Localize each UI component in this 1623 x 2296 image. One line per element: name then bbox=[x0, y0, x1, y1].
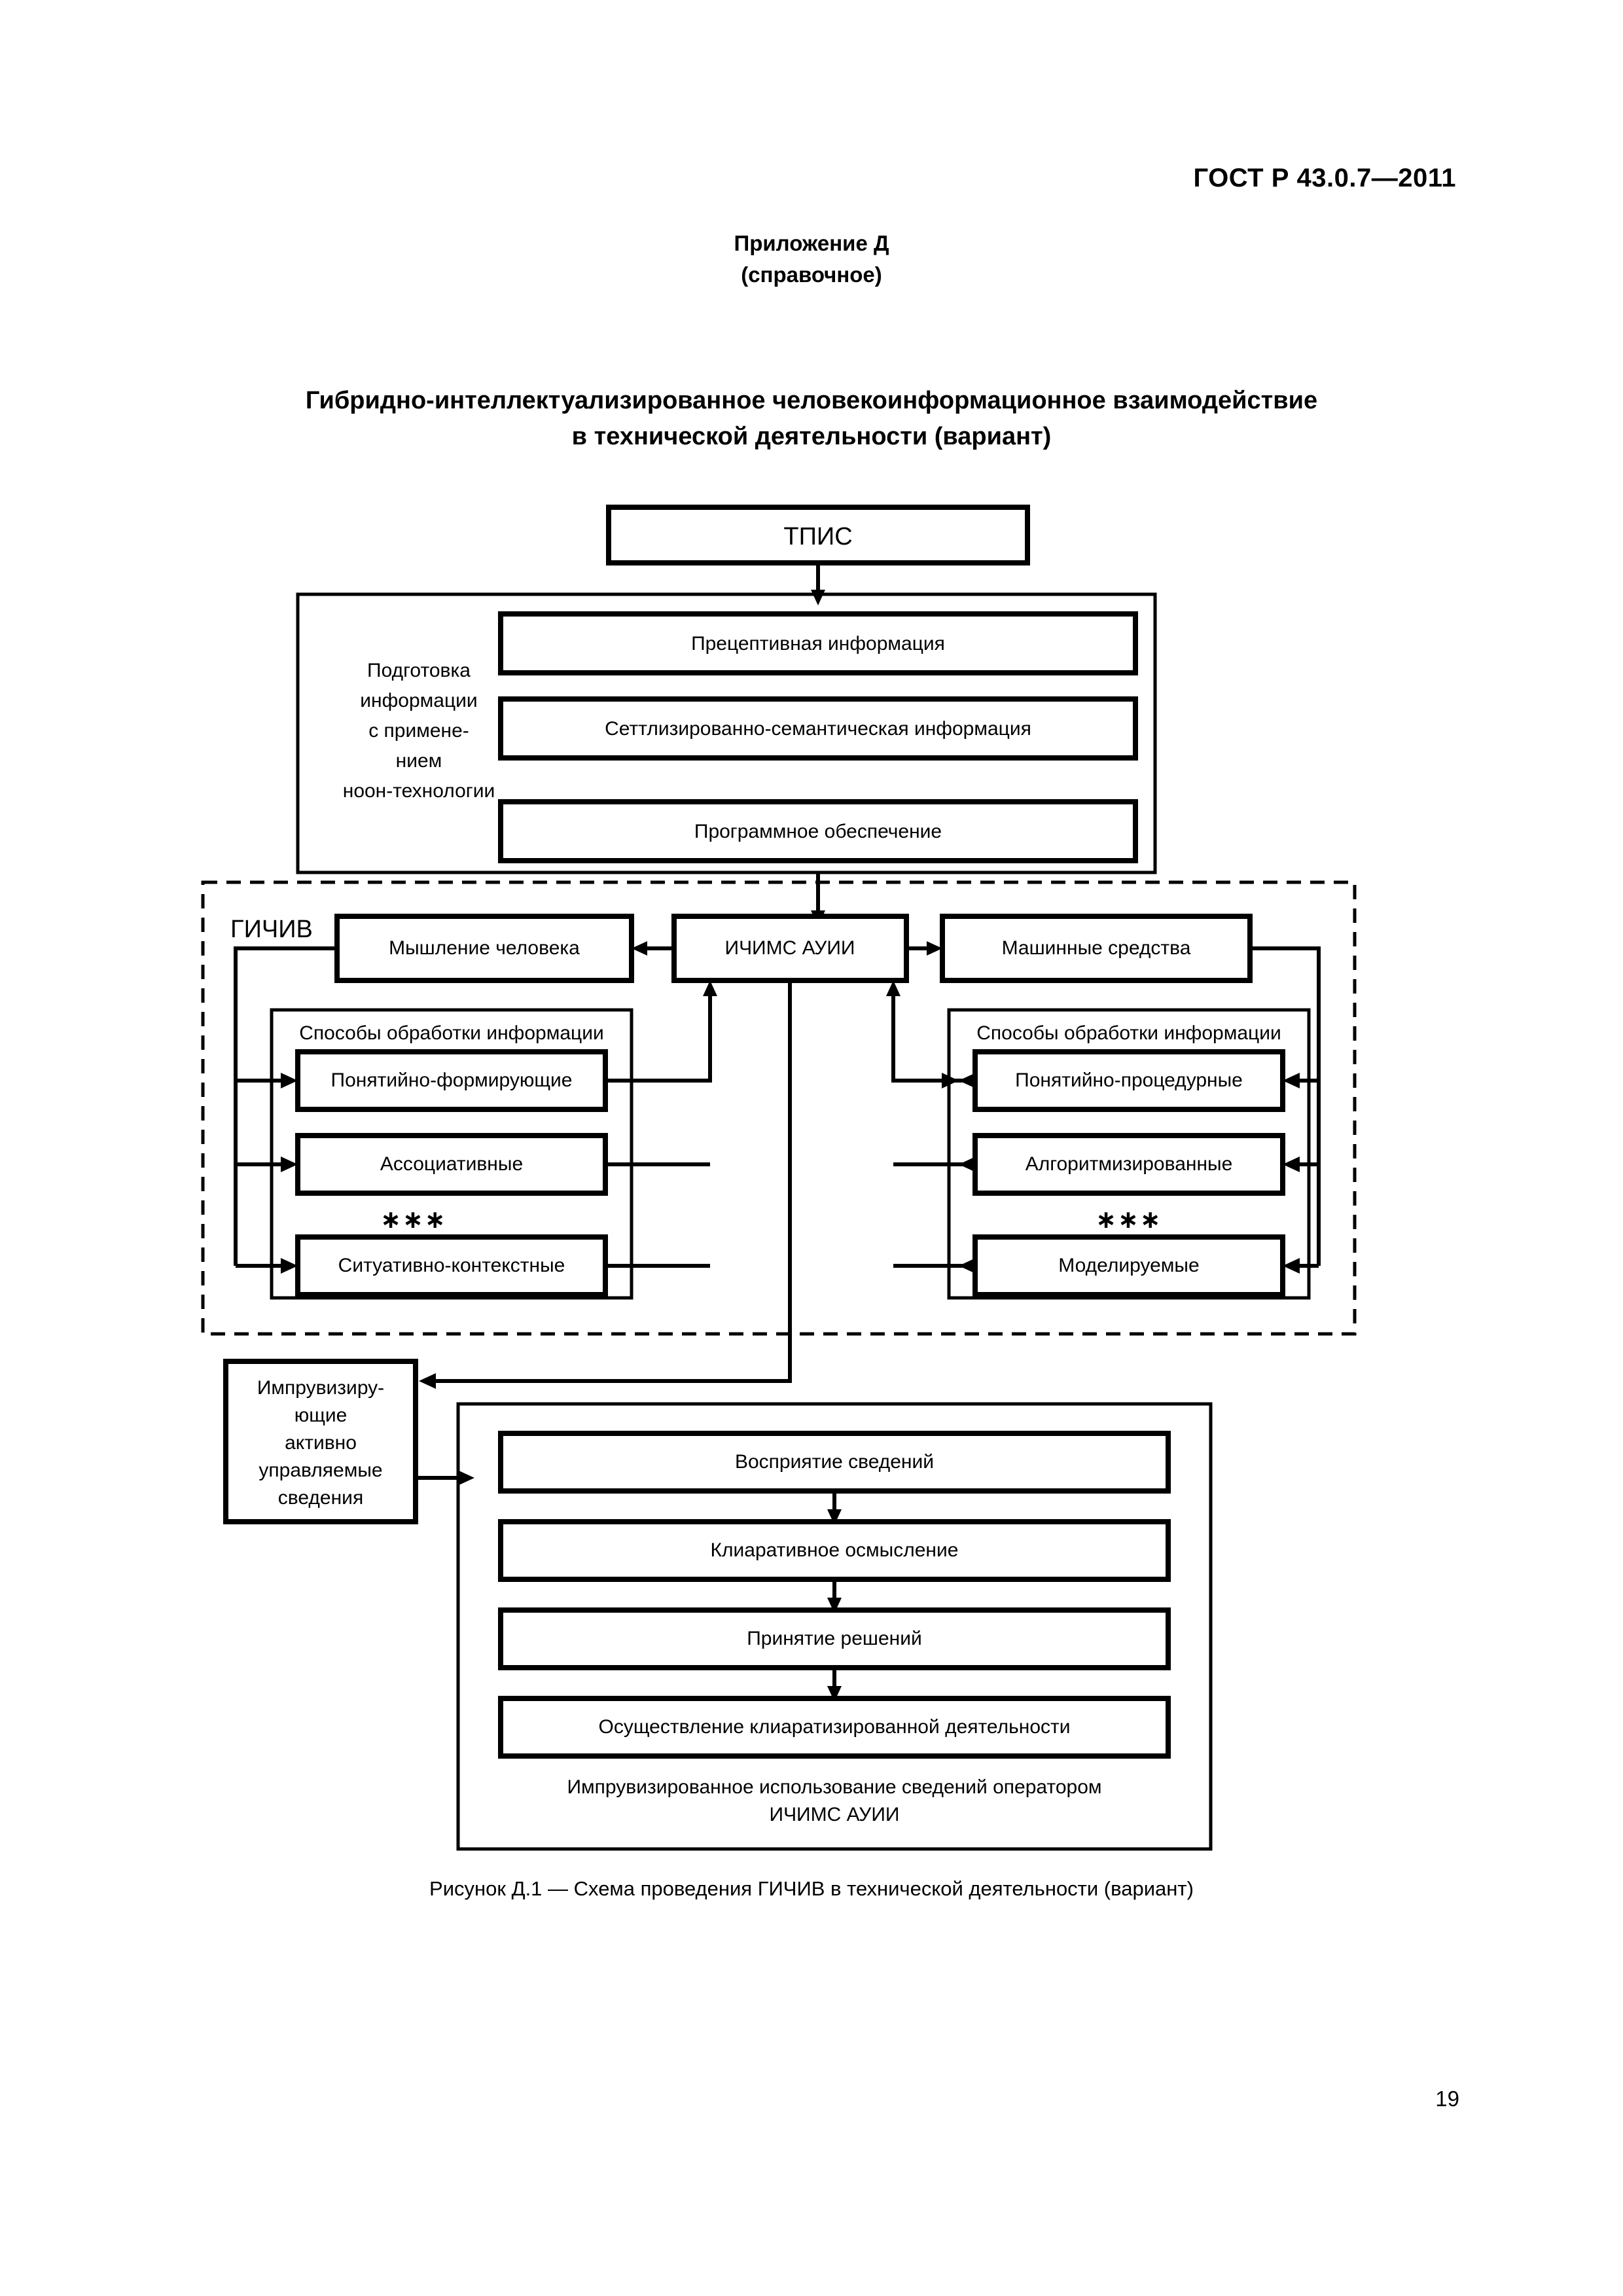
box-ichims-auii-label: ИЧИМС АУИИ bbox=[725, 937, 855, 959]
arrowhead-left-icon bbox=[942, 1073, 959, 1088]
page-title: Гибридно-интеллектуализированное человек… bbox=[0, 383, 1623, 455]
box-software bbox=[498, 799, 1138, 863]
box-algorithmized-label: Алгоритмизированные bbox=[1026, 1153, 1233, 1175]
box-conceptual-forming-label: Понятийно-формирующие bbox=[331, 1069, 573, 1091]
arrowhead-down-icon bbox=[827, 1686, 842, 1702]
arrowhead-down-icon bbox=[827, 1509, 842, 1525]
box-situational-contextual-label: Ситуативно-контекстные bbox=[338, 1255, 565, 1276]
title-line-2: в технической деятельности (вариант) bbox=[571, 423, 1052, 451]
arrowhead-right-icon bbox=[927, 941, 942, 956]
box-machine-means-label: Машинные средства bbox=[1002, 937, 1191, 959]
box-machine-means bbox=[940, 914, 1253, 983]
arrowhead-down-icon bbox=[827, 1598, 842, 1613]
page-number: 19 bbox=[1435, 2087, 1459, 2111]
annex-label: Приложение Д bbox=[734, 231, 889, 255]
improv-line-2: активно bbox=[285, 1432, 357, 1454]
box-kliarative-comprehension-label: Клиаративное осмысление bbox=[711, 1539, 959, 1561]
arrowhead-left-icon bbox=[959, 1073, 976, 1088]
box-conceptual-procedural-label: Понятийно-процедурные bbox=[1015, 1069, 1243, 1091]
usage-footer-line-0: Импрувизированное использование сведений… bbox=[567, 1776, 1101, 1798]
title-line-1: Гибридно-интеллектуализированное человек… bbox=[305, 387, 1318, 414]
preparation-label-line-3: нием bbox=[396, 750, 442, 772]
arrowhead-right-icon bbox=[281, 1073, 298, 1088]
line-machine-to-right-bus bbox=[1250, 946, 1321, 1266]
group-right-processing-methods bbox=[947, 1008, 1311, 1300]
box-associative-label: Ассоциативные bbox=[380, 1153, 523, 1175]
preparation-label-line-2: с примене- bbox=[368, 720, 469, 742]
right-group-title: Способы обработки информации bbox=[976, 1022, 1281, 1044]
group-preparation bbox=[296, 592, 1157, 874]
box-tpis bbox=[606, 505, 1030, 565]
right-group-ellipsis: ∗∗∗ bbox=[1096, 1206, 1162, 1234]
line-left-return-1 bbox=[605, 995, 712, 1083]
group-gichiv-dashed bbox=[201, 880, 1357, 1336]
improv-line-1: ющие bbox=[294, 1405, 348, 1426]
box-kliarative-comprehension bbox=[498, 1519, 1171, 1582]
arrowhead-down-icon bbox=[811, 590, 825, 605]
line-right-return-1 bbox=[891, 995, 975, 1083]
annex-heading: Приложение Д (справочное) bbox=[0, 228, 1623, 291]
left-group-ellipsis: ∗∗∗ bbox=[380, 1206, 447, 1234]
group-usage-block bbox=[456, 1402, 1213, 1851]
box-kliaratized-activity bbox=[498, 1696, 1171, 1759]
gichiv-label: ГИЧИВ bbox=[230, 916, 313, 943]
box-settled-semantic-info bbox=[498, 696, 1138, 761]
arrowhead-left-icon bbox=[1283, 1157, 1300, 1172]
arrowhead-up-icon bbox=[886, 980, 901, 996]
box-decision-making-label: Принятие решений bbox=[747, 1628, 922, 1649]
arrowhead-left-icon bbox=[959, 1258, 976, 1274]
box-human-thinking-label: Мышление человека bbox=[389, 937, 580, 959]
figure-caption: Рисунок Д.1 — Схема проведения ГИЧИВ в т… bbox=[429, 1877, 1194, 1900]
box-kliaratized-activity-label: Осуществление клиаратизированной деятель… bbox=[599, 1716, 1071, 1738]
box-perception-of-data-label: Восприятие сведений bbox=[735, 1451, 934, 1473]
left-group-title: Способы обработки информации bbox=[299, 1022, 603, 1044]
arrowhead-left-icon bbox=[959, 1157, 976, 1172]
arrowhead-right-icon bbox=[281, 1258, 298, 1274]
usage-footer-line-1: ИЧИМС АУИИ bbox=[770, 1804, 900, 1825]
improv-line-3: управляемые bbox=[259, 1460, 382, 1481]
box-perception-of-data bbox=[498, 1431, 1171, 1494]
box-perceptive-info bbox=[498, 611, 1138, 675]
box-modelled-label: Моделируемые bbox=[1058, 1255, 1199, 1276]
arrowhead-left-icon bbox=[632, 941, 647, 956]
box-modelled bbox=[972, 1234, 1285, 1297]
preparation-label-line-1: информации bbox=[360, 690, 477, 711]
box-perceptive-info-label: Прецептивная информация bbox=[691, 633, 945, 655]
box-settled-semantic-info-label: Сеттлизированно-семантическая информация bbox=[605, 718, 1031, 740]
improv-line-0: Импрувизиру- bbox=[257, 1377, 384, 1399]
standard-header: ГОСТ Р 43.0.7—2011 bbox=[1193, 164, 1456, 192]
arrowhead-right-icon bbox=[281, 1157, 298, 1172]
arrowhead-up-icon bbox=[703, 980, 717, 996]
arrowhead-left-icon bbox=[419, 1373, 436, 1389]
box-tpis-label: ТПИС bbox=[783, 523, 852, 550]
line-human-to-left-bus bbox=[234, 946, 337, 1266]
group-left-processing-methods bbox=[270, 1008, 633, 1300]
preparation-label-line-4: ноон-технологии bbox=[343, 780, 495, 802]
annex-kind: (справочное) bbox=[741, 262, 882, 287]
preparation-label-line-0: Подготовка bbox=[367, 660, 471, 681]
box-software-label: Программное обеспечение bbox=[694, 821, 942, 842]
arrowhead-left-icon bbox=[1283, 1258, 1300, 1274]
box-improvising-managed-data bbox=[223, 1359, 418, 1524]
improv-line-4: сведения bbox=[278, 1487, 363, 1509]
line-ichims-to-improv bbox=[435, 980, 792, 1383]
arrowhead-left-icon bbox=[1283, 1073, 1300, 1088]
arrowhead-right-icon bbox=[457, 1470, 474, 1486]
